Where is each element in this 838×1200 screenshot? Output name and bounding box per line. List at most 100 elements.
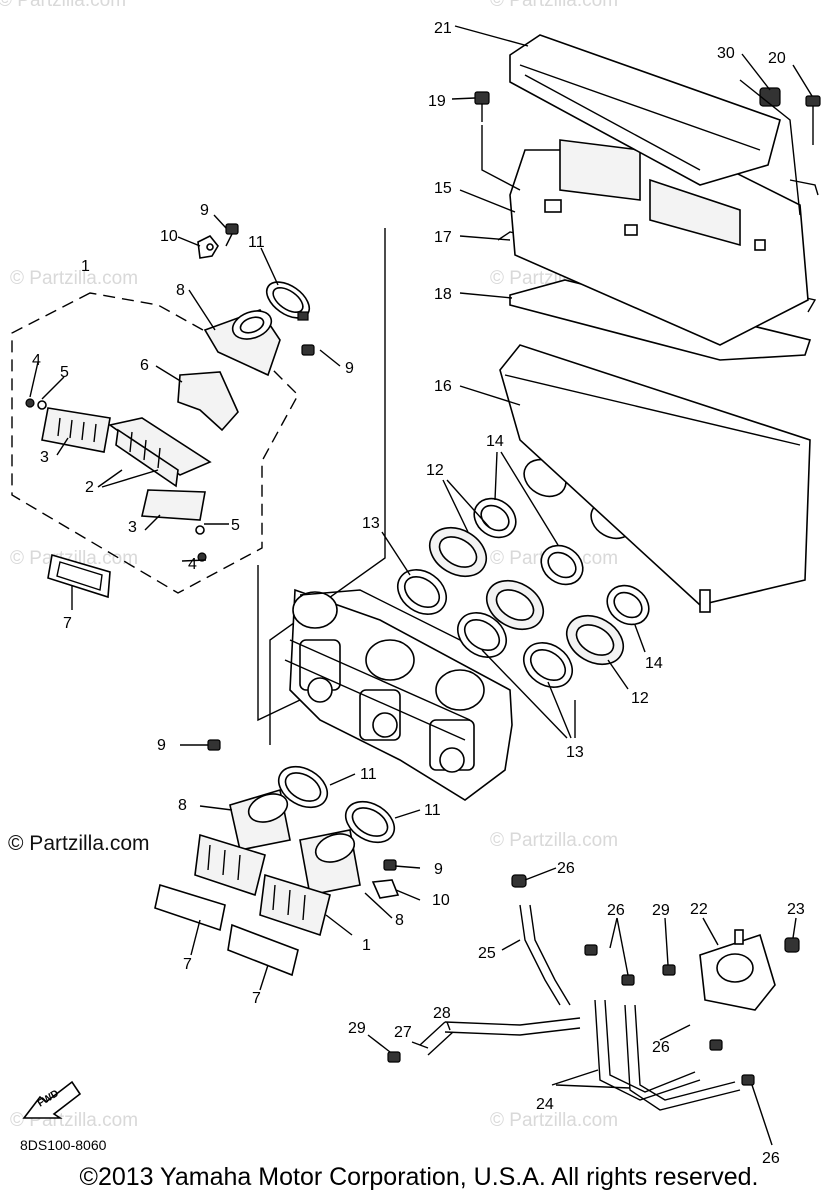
callout-5: 5 xyxy=(60,364,69,381)
callout-22: 22 xyxy=(690,901,708,918)
nut-23 xyxy=(784,937,800,953)
callout-19: 19 xyxy=(428,93,446,110)
cover-21 xyxy=(509,34,781,186)
bolt-9-lower xyxy=(207,739,221,751)
clamp-13-a xyxy=(397,569,447,615)
hose-27 xyxy=(419,1021,454,1056)
clip-26 xyxy=(584,944,598,956)
callout-26c: 26 xyxy=(652,1039,670,1056)
watermark: © Partzilla.com xyxy=(10,548,139,569)
clip-26 xyxy=(621,974,635,986)
hose-25 xyxy=(519,904,571,1006)
callout-16: 16 xyxy=(434,378,452,395)
hose-28 xyxy=(444,1017,581,1036)
callout-8: 8 xyxy=(176,282,185,299)
bracket-10 xyxy=(197,234,219,259)
callout-26b: 26 xyxy=(607,902,625,919)
washer-5b xyxy=(195,525,205,535)
clamp-11-top xyxy=(265,281,311,321)
watermark: © Partzilla.com xyxy=(490,0,619,11)
callout-12: 12 xyxy=(426,462,444,479)
callout-28: 28 xyxy=(433,1005,451,1022)
callout-4b: 4 xyxy=(188,556,197,573)
reed-valve-1-lower-a xyxy=(194,833,266,897)
reed-assy-dashed-outline xyxy=(11,292,299,594)
callout-11: 11 xyxy=(248,234,265,251)
callout-9: 9 xyxy=(200,202,209,219)
callout-1: 1 xyxy=(81,258,90,275)
callout-3b: 3 xyxy=(128,519,137,536)
reed-plate-3-lower xyxy=(141,489,206,521)
callout-2: 2 xyxy=(85,479,94,496)
hose-24b xyxy=(624,1004,741,1111)
diagram-code: 8DS100-8060 xyxy=(20,1137,107,1153)
callout-7b: 7 xyxy=(183,956,192,973)
copyright: ©2013 Yamaha Motor Corporation, U.S.A. A… xyxy=(79,1163,759,1191)
callout-18: 18 xyxy=(434,286,452,303)
callout-3: 3 xyxy=(40,449,49,466)
callout-11c: 11 xyxy=(424,802,441,819)
clamp-14-b xyxy=(540,544,584,586)
callout-21: 21 xyxy=(434,20,452,37)
callout-25: 25 xyxy=(478,945,496,962)
clip-29-left xyxy=(387,1051,401,1063)
reed-plate-3-left xyxy=(41,407,111,453)
cap-30 xyxy=(759,87,781,107)
callout-8c: 8 xyxy=(395,912,404,929)
callout-26: 26 xyxy=(557,860,575,877)
callout-9d: 9 xyxy=(434,861,443,878)
callout-9b: 9 xyxy=(345,360,354,377)
callout-1b: 1 xyxy=(362,937,371,954)
clip-26 xyxy=(709,1039,723,1051)
bolt-20 xyxy=(805,95,821,145)
screw-4b xyxy=(197,552,207,562)
callout-20: 20 xyxy=(768,50,786,67)
callout-13: 13 xyxy=(362,515,380,532)
callout-26d: 26 xyxy=(762,1150,780,1167)
intake-joint-8-lower-a xyxy=(229,788,291,851)
callout-13b: 13 xyxy=(566,744,584,761)
bolt-19 xyxy=(474,91,490,122)
callout-6: 6 xyxy=(140,357,149,374)
clamp-11-lower-a xyxy=(277,765,329,809)
callout-17: 17 xyxy=(434,229,452,246)
clip-29 xyxy=(662,964,676,976)
gasket-7-lower-a xyxy=(154,883,226,932)
gasket-7-left xyxy=(47,553,111,599)
callout-29: 29 xyxy=(652,902,670,919)
callout-12b: 12 xyxy=(631,690,649,707)
callout-11b: 11 xyxy=(360,766,377,783)
airbox-lower-16 xyxy=(499,344,811,613)
callout-7c: 7 xyxy=(252,990,261,1007)
watermark: © Partzilla.com xyxy=(10,268,139,289)
watermark: © Partzilla.com xyxy=(490,830,619,851)
callout-8b: 8 xyxy=(178,797,187,814)
bracket-10-lower xyxy=(371,879,400,899)
callout-7: 7 xyxy=(63,615,72,632)
bolt-9-top xyxy=(225,223,239,247)
callout-5b: 5 xyxy=(231,517,240,534)
callout-23: 23 xyxy=(787,901,805,918)
callout-10b: 10 xyxy=(432,892,450,909)
callout-10: 10 xyxy=(160,228,178,245)
clamp-11-lower-b xyxy=(344,800,396,844)
intake-boot-12-a xyxy=(428,526,488,578)
callout-27: 27 xyxy=(394,1024,412,1041)
callout-14: 14 xyxy=(486,433,504,450)
callout-29b: 29 xyxy=(348,1020,366,1037)
fwd-arrow-icon: FWD xyxy=(22,1080,82,1119)
airbox-upper-15 xyxy=(509,139,809,346)
carburetor-assembly xyxy=(284,588,513,801)
bolt-9-lower-b xyxy=(383,859,397,871)
reed-block-2 xyxy=(108,417,212,488)
callout-labels: 21 30 20 19 15 17 18 16 9 10 11 1 8 9 6 … xyxy=(32,20,805,1167)
leader-lines xyxy=(29,25,813,1146)
clamp-14-c xyxy=(606,584,650,626)
intake-boot-12-c xyxy=(565,614,625,666)
screw-4 xyxy=(25,398,35,408)
intake-joint-8-top xyxy=(203,309,281,377)
intake-boot-12-b xyxy=(485,579,545,631)
fuel-pump-22 xyxy=(699,929,776,1011)
bolt-9-right xyxy=(301,344,315,356)
